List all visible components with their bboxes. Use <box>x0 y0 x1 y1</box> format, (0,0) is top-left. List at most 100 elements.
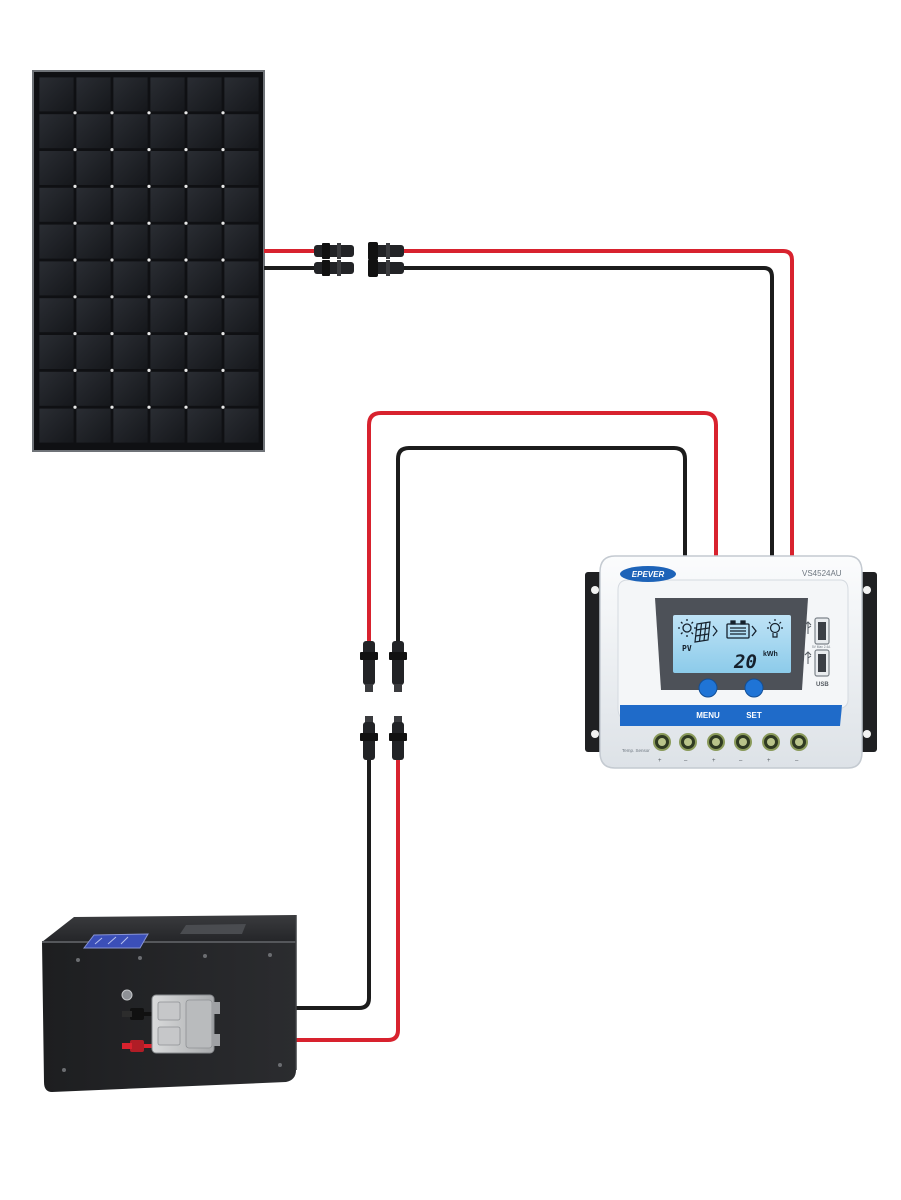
solar-cell <box>150 151 185 185</box>
cell-junction-dot <box>73 258 77 262</box>
solar-cell <box>113 77 148 112</box>
cell-junction-dot <box>73 148 77 152</box>
solar-cell <box>187 298 222 333</box>
solar-cell <box>39 261 74 296</box>
cell-junction-dot <box>110 221 114 225</box>
mc4-connector-battery-negative-lower <box>360 716 378 760</box>
mc4-connectors-pv <box>314 242 404 277</box>
solar-cell <box>224 335 259 369</box>
solar-cell <box>224 298 259 333</box>
cell-junction-dot <box>110 405 114 409</box>
terminal-screw-head <box>795 738 803 746</box>
battery-negative-wire-upper <box>396 446 687 645</box>
cell-junction-dot <box>147 221 151 225</box>
set-button[interactable] <box>744 678 764 698</box>
mc4-connector-pv-negative-male <box>314 260 354 276</box>
terminal-screw-head <box>712 738 720 746</box>
solar-cell <box>113 224 148 259</box>
mc4-connector-battery-negative-upper <box>389 641 407 692</box>
solar-cell <box>187 408 222 443</box>
cell-junction-dot <box>221 111 225 115</box>
cell-junction-dot <box>184 332 188 336</box>
solar-cell <box>39 371 74 406</box>
terminal-screw-head <box>739 738 747 746</box>
cell-junction-dot <box>110 295 114 299</box>
lcd-reading-value: 20 <box>733 651 757 673</box>
cell-junction-dot <box>184 148 188 152</box>
pv-negative-wire <box>402 266 774 556</box>
cell-junction-dot <box>73 111 77 115</box>
solar-panel <box>32 70 265 452</box>
cell-junction-dot <box>147 258 151 262</box>
solar-cell-grid <box>39 77 259 443</box>
solar-cell <box>76 408 111 443</box>
cell-junction-dot <box>73 184 77 188</box>
cell-junction-dot <box>147 184 151 188</box>
cell-junction-dot <box>147 295 151 299</box>
solar-cell <box>187 261 222 296</box>
mc4-connector-battery-positive-upper <box>360 641 378 692</box>
solar-cell <box>150 298 185 333</box>
solar-cell <box>150 224 185 259</box>
solar-cell <box>224 151 259 185</box>
cell-junction-dot <box>184 184 188 188</box>
cell-junction-dot <box>221 184 225 188</box>
cell-junction-dot <box>73 332 77 336</box>
solar-cell <box>150 408 185 443</box>
solar-cell <box>113 261 148 296</box>
anderson-plug <box>151 994 220 1054</box>
solar-cell <box>150 371 185 406</box>
cell-junction-dot <box>184 111 188 115</box>
solar-cell <box>39 187 74 222</box>
cell-junction-dot <box>221 221 225 225</box>
charge-controller: EPEVER VS4524AU PV 20 <box>585 555 877 769</box>
solar-panel-icon <box>694 621 718 643</box>
terminal-polarity-label: – <box>684 758 688 764</box>
mc4-connector-pv-negative-female <box>368 259 404 277</box>
solar-cell <box>39 114 74 149</box>
cell-junction-dot <box>184 405 188 409</box>
cell-junction-dot <box>221 258 225 262</box>
cell-junction-dot <box>184 258 188 262</box>
solar-cell <box>76 151 111 185</box>
cell-junction-dot <box>184 221 188 225</box>
solar-cell <box>113 371 148 406</box>
battery-icon <box>726 620 757 639</box>
terminal-screw-head <box>684 738 692 746</box>
menu-button[interactable] <box>698 678 718 698</box>
solar-cell <box>76 224 111 259</box>
pv-positive-wire <box>402 249 794 556</box>
terminal-polarity-label: + <box>658 758 662 764</box>
battery-negative-terminal <box>122 1008 144 1020</box>
solar-cell <box>76 298 111 333</box>
usb-icon <box>804 621 812 664</box>
battery-nameplate <box>180 924 246 934</box>
terminal-screw-head <box>767 738 775 746</box>
cell-junction-dot <box>184 295 188 299</box>
cell-junction-dot <box>110 184 114 188</box>
solar-cell <box>224 261 259 296</box>
cell-junction-dot <box>147 405 151 409</box>
lcd-pv-label: PV <box>682 644 692 653</box>
usb-label: USB <box>816 682 829 688</box>
cell-junction-dot <box>110 368 114 372</box>
cell-junction-dot <box>221 148 225 152</box>
button-label-strip <box>620 705 842 726</box>
bulb-icon <box>767 619 783 638</box>
battery-screws <box>62 953 282 1072</box>
solar-cell <box>150 77 185 112</box>
solar-cell <box>76 371 111 406</box>
solar-cell <box>224 187 259 222</box>
terminal-polarity-label: + <box>767 758 771 764</box>
brand-logo: EPEVER <box>620 566 676 582</box>
solar-cell <box>150 187 185 222</box>
cell-junction-dot <box>147 148 151 152</box>
solar-cell <box>39 298 74 333</box>
cell-junction-dot <box>221 295 225 299</box>
mc4-connectors-battery <box>360 641 407 760</box>
usb-spec-label: 5V Max 2.4A <box>812 645 831 649</box>
solar-cell <box>76 335 111 369</box>
solar-cell <box>187 371 222 406</box>
solar-cell <box>150 114 185 149</box>
cell-junction-dot <box>110 258 114 262</box>
